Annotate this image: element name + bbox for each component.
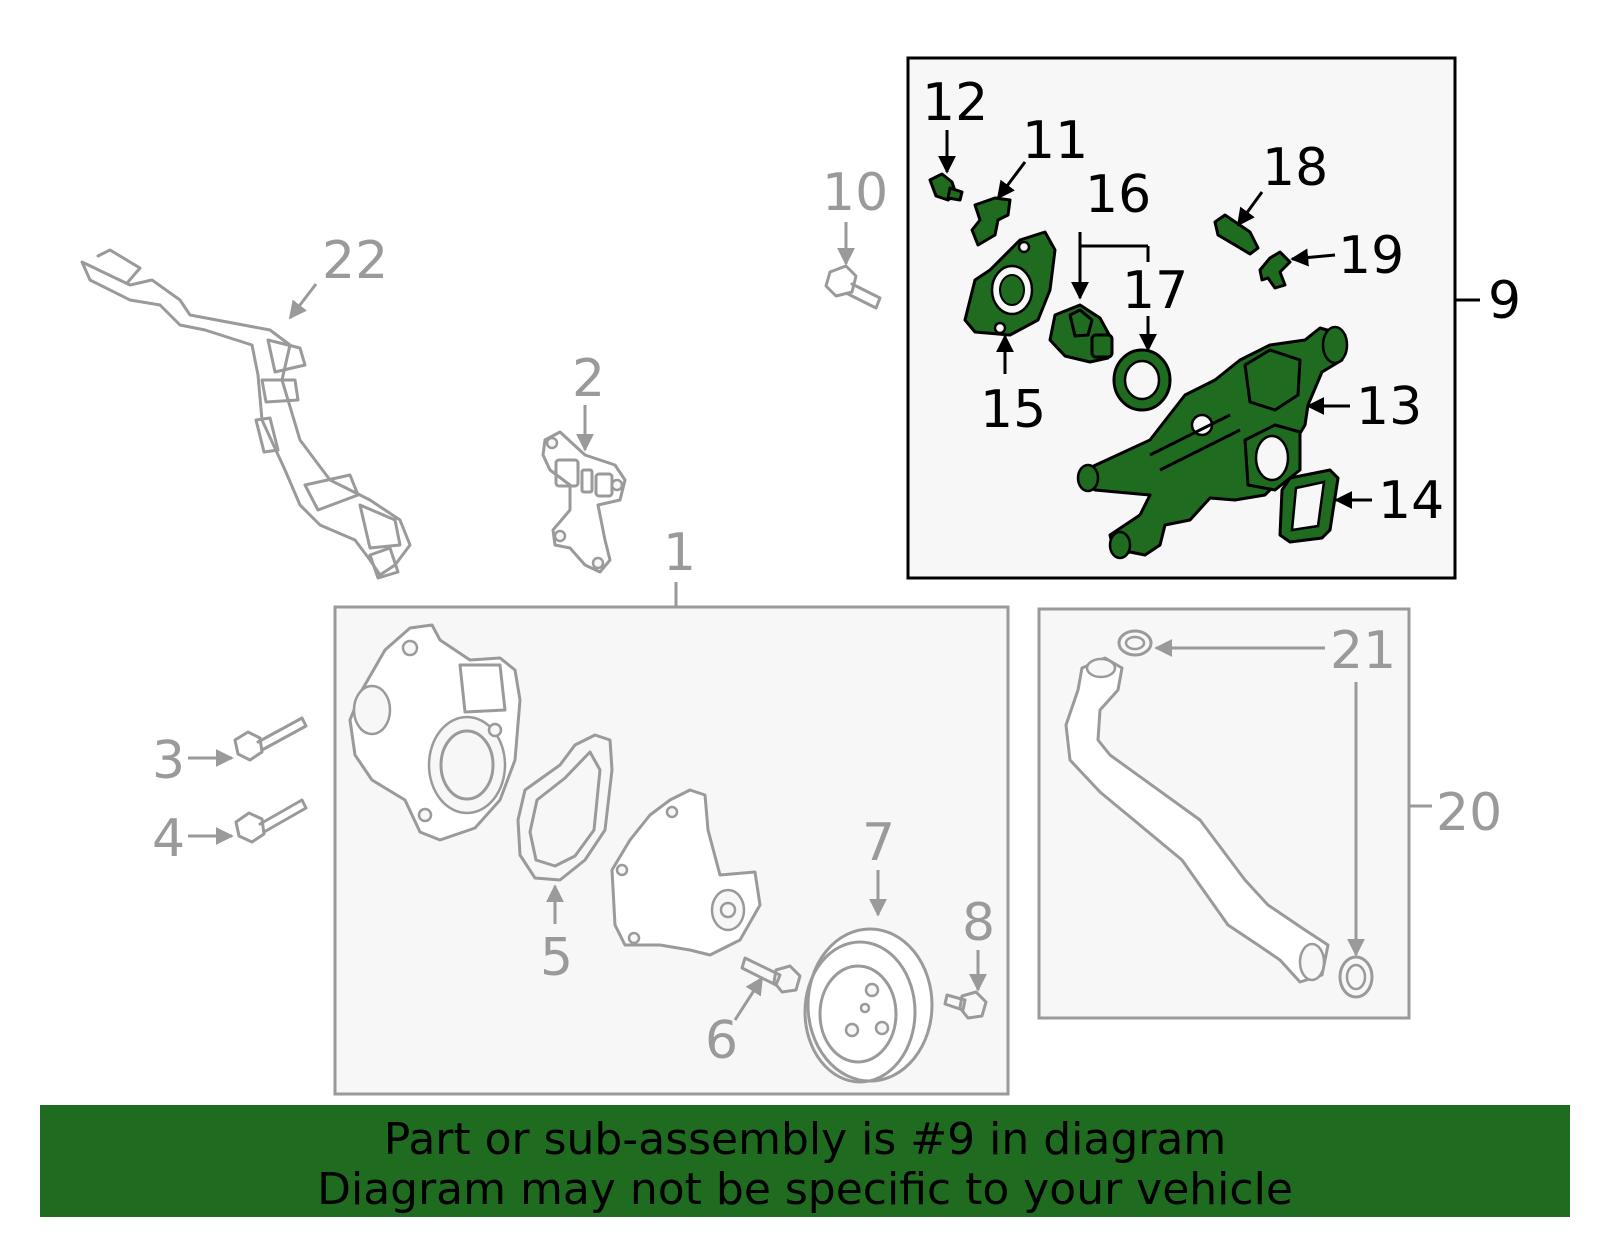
callout-21[interactable]: 21 (1330, 621, 1396, 681)
callout-5[interactable]: 5 (540, 928, 573, 988)
callout-18[interactable]: 18 (1262, 138, 1328, 198)
part-22-coolant-pipe[interactable] (80, 248, 412, 580)
part-17-o-ring[interactable] (1112, 348, 1172, 412)
part-10-bolt[interactable] (824, 264, 882, 310)
banner-line-disclaimer: Diagram may not be specific to your vehi… (317, 1164, 1293, 1215)
banner-line-assembly: Part or sub-assembly is #9 in diagram (383, 1114, 1227, 1165)
callout-8[interactable]: 8 (962, 893, 995, 953)
part-7-pulley[interactable] (803, 927, 934, 1084)
part-18-sensor[interactable] (1213, 213, 1260, 256)
callout-16[interactable]: 16 (1085, 165, 1151, 225)
callout-3[interactable]: 3 (152, 731, 185, 791)
callout-13[interactable]: 13 (1356, 377, 1422, 437)
part-1-pump-housing[interactable] (348, 623, 522, 842)
callout-4[interactable]: 4 (152, 809, 185, 869)
callout-19[interactable]: 19 (1338, 226, 1404, 286)
callout-11[interactable]: 11 (1022, 111, 1088, 171)
part-3-bolt[interactable] (233, 716, 308, 762)
part-14-gasket[interactable] (1278, 468, 1340, 544)
part-19-clip[interactable] (1258, 250, 1292, 290)
part-8-bolt[interactable] (943, 990, 988, 1020)
callout-7[interactable]: 7 (862, 813, 895, 873)
info-banner: Part or sub-assembly is #9 in diagram Di… (40, 1105, 1570, 1217)
part-12-bolt[interactable] (928, 172, 964, 202)
part-4-bolt[interactable] (234, 798, 308, 844)
part-13-housing[interactable] (1076, 325, 1349, 560)
callout-12[interactable]: 12 (922, 73, 988, 133)
part-2-gasket[interactable] (541, 430, 627, 574)
part-6-bolt[interactable] (740, 956, 802, 994)
callout-22[interactable]: 22 (322, 231, 388, 291)
part-20-hose[interactable] (1064, 656, 1330, 984)
callout-15[interactable]: 15 (980, 380, 1046, 440)
callout-1[interactable]: 1 (663, 523, 696, 583)
callout-14[interactable]: 14 (1378, 471, 1444, 531)
callout-2[interactable]: 2 (572, 349, 605, 409)
callout-17[interactable]: 17 (1122, 261, 1188, 321)
callout-20[interactable]: 20 (1436, 783, 1502, 843)
part-5-gasket[interactable] (516, 733, 614, 882)
part-21-o-ring-top[interactable] (1117, 629, 1153, 657)
callout-10[interactable]: 10 (822, 163, 888, 223)
part-15-housing-cover[interactable] (963, 230, 1057, 337)
callout-6[interactable]: 6 (705, 1011, 738, 1071)
callout-9[interactable]: 9 (1488, 271, 1521, 331)
part-21-o-ring-bottom[interactable] (1338, 955, 1374, 999)
part-pump-body[interactable] (610, 788, 762, 957)
